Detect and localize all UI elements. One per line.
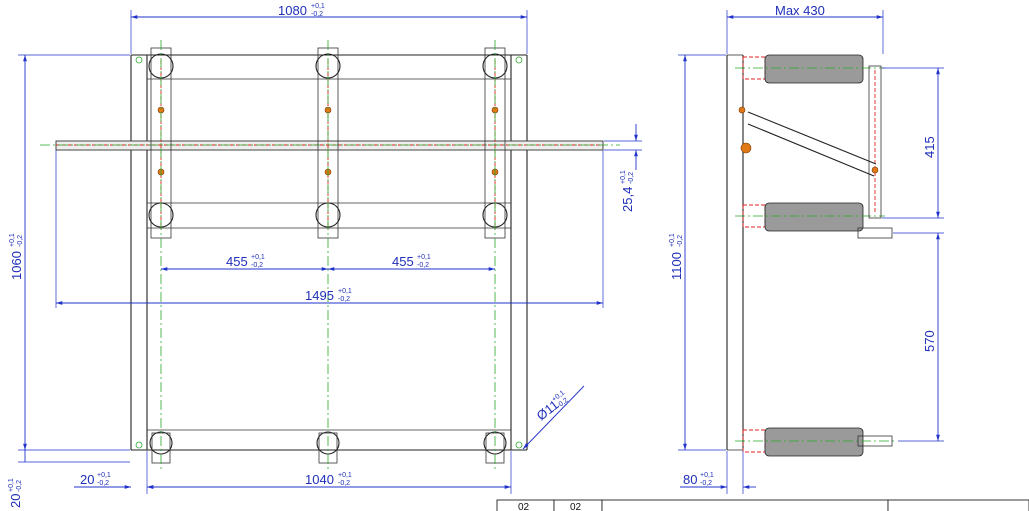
- insulator-body: [764, 202, 864, 232]
- title-cell: [887, 499, 1029, 511]
- dim-pitch-right-tol-lower: -0,2: [417, 262, 429, 269]
- dim-edge-offset-y-tol-upper: +0,1: [8, 478, 15, 492]
- leader-hole-diameter: [522, 385, 585, 450]
- dim-pitch-left-tol-lower: -0,2: [251, 262, 263, 269]
- dim-frame-depth-tol-lower: -0,2: [700, 480, 712, 487]
- insulator-body: [764, 54, 864, 84]
- mounting-hole: [135, 56, 143, 64]
- pole-assembly-left: [148, 40, 174, 470]
- dim-overall-height-tol-upper: +0,1: [9, 233, 16, 247]
- front-view: 1080 +0,1 -0,2 1060 +0,1 -0,2 455 +0,1 -…: [8, 3, 642, 508]
- dim-edge-offset-x-tol-lower: -0,2: [97, 480, 109, 487]
- pole-assembly-center: [315, 40, 341, 470]
- mounting-hole: [515, 56, 523, 64]
- linkage-pivot: [738, 106, 746, 114]
- dim-side-height: 1100: [669, 252, 684, 280]
- dim-shaft-diameter-tol-upper: +0,1: [620, 170, 627, 184]
- dim-overall-width: 1080: [278, 3, 307, 18]
- switch-blade: [868, 65, 882, 219]
- insulator-body: [764, 427, 864, 457]
- dim-shaft-length: 1495: [305, 288, 334, 303]
- operating-shaft: [55, 140, 604, 151]
- blade-pivot: [871, 166, 879, 174]
- pole-assembly-right: [482, 40, 508, 470]
- dim-max-depth: Max 430: [775, 3, 825, 18]
- dim-overall-width-tol-lower: -0,2: [311, 11, 323, 18]
- side-view: Max 430 1100 +0,1 -0,2 415 570 80 +0,1: [669, 3, 944, 494]
- mounting-hole: [135, 441, 143, 449]
- dim-pitch-right-tol-upper: +0,1: [417, 254, 431, 261]
- dim-edge-offset-y-tol-lower: -0,2: [16, 480, 23, 492]
- dim-upper-span: 415: [922, 136, 937, 158]
- insulator-bottom: [735, 427, 897, 457]
- dim-pitch-left: 455: [226, 254, 248, 269]
- dim-shaft-length-tol-upper: +0,1: [338, 288, 352, 295]
- dim-pitch-left-tol-upper: +0,1: [251, 254, 265, 261]
- dim-side-height-tol-lower: -0,2: [677, 235, 684, 247]
- linkage-arm: [747, 123, 875, 177]
- dim-bottom-inner-tol-upper: +0,1: [338, 472, 352, 479]
- insulator-middle: [735, 202, 885, 232]
- dim-overall-height: 1060: [9, 251, 24, 280]
- dim-bottom-inner-tol-lower: -0,2: [338, 480, 350, 487]
- mounting-hole: [515, 441, 523, 449]
- dim-edge-offset-y: 20: [8, 494, 23, 508]
- title-cell-text: 02: [518, 502, 530, 511]
- insulator-top: [735, 54, 885, 84]
- dim-frame-depth: 80: [683, 472, 697, 487]
- dim-edge-offset-x: 20: [80, 472, 94, 487]
- dim-side-height-tol-upper: +0,1: [669, 233, 676, 247]
- terminal-clamp: [857, 227, 893, 239]
- dim-lower-span: 570: [922, 330, 937, 352]
- dim-edge-offset-x-tol-upper: +0,1: [97, 472, 111, 479]
- dim-shaft-diameter-tol-lower: -0,2: [628, 172, 635, 184]
- title-block: 02 02: [496, 499, 1029, 511]
- dim-shaft-length-tol-lower: -0,2: [338, 296, 350, 303]
- dim-overall-height-tol-lower: -0,2: [17, 235, 24, 247]
- terminal-clamp: [857, 435, 893, 447]
- dim-bottom-inner: 1040: [305, 472, 334, 487]
- title-cell-text: 02: [570, 502, 582, 511]
- linkage-arm: [747, 111, 877, 165]
- crank-pivot: [740, 142, 752, 154]
- dim-overall-width-tol-upper: +0,1: [311, 3, 325, 10]
- dim-frame-depth-tol-upper: +0,1: [700, 472, 714, 479]
- dim-pitch-right: 455: [392, 254, 414, 269]
- title-cell: [601, 499, 889, 511]
- dim-shaft-diameter: 25,4: [620, 187, 635, 212]
